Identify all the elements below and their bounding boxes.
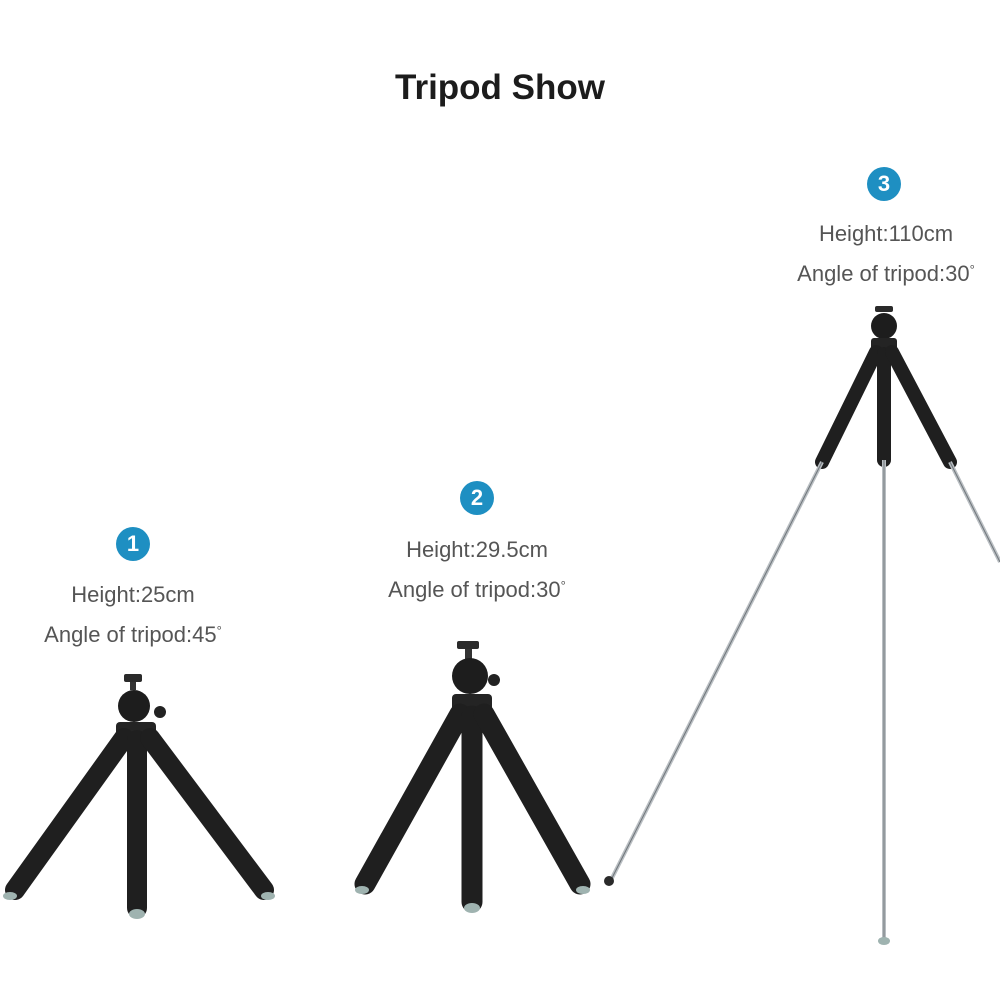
- tripod-2-height: Height:29.5cm: [406, 537, 548, 562]
- tripod-2-angle-text: Angle of tripod:30: [388, 577, 561, 602]
- tripod-3-height: Height:110cm: [818, 221, 954, 246]
- degree-symbol: °: [560, 578, 566, 593]
- tripod-3-image: [604, 306, 1000, 945]
- degree-symbol: °: [216, 623, 222, 638]
- tripod-2-angle: Angle of tripod:30°: [340, 570, 614, 610]
- tripod-1-angle: Angle of tripod:45°: [0, 615, 266, 655]
- tripod-2-image: [354, 641, 591, 913]
- page-title: Tripod Show: [395, 68, 605, 107]
- tripod-1-specs: Height:25cm Angle of tripod:45°: [0, 575, 266, 655]
- step-badge-1: 1: [116, 527, 150, 561]
- degree-symbol: °: [969, 262, 975, 277]
- step-badge-2: 2: [460, 481, 494, 515]
- tripod-1-angle-text: Angle of tripod:45: [44, 622, 217, 647]
- tripod-3-angle-text: Angle of tripod:30: [797, 261, 970, 286]
- tripod-3-angle: Angle of tripod:30°: [752, 254, 1000, 294]
- tripod-2-specs: Height:29.5cm Angle of tripod:30°: [340, 530, 614, 610]
- tripod-1-height: Height:25cm: [71, 582, 195, 607]
- step-badge-3: 3: [867, 167, 901, 201]
- tripod-1-image: [3, 674, 275, 919]
- tripod-3-specs: Height:110cm Angle of tripod:30°: [752, 214, 1000, 294]
